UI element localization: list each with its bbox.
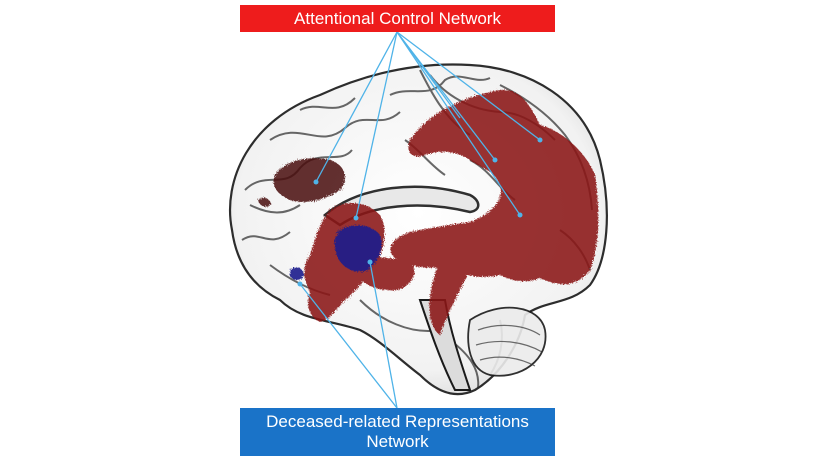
deceased-related-representations-network-label: Deceased-related Representations Network <box>240 408 555 456</box>
bottom-label-line2: Network <box>366 432 429 451</box>
attentional-control-network-label: Attentional Control Network <box>240 5 555 32</box>
frontal-region <box>258 158 346 207</box>
bottom-connector-arrowheads <box>297 259 373 287</box>
bottom-label-line1: Deceased-related Representations <box>266 412 529 431</box>
bottom-connector-lines <box>299 261 398 409</box>
top-connector-arrowheads <box>313 137 543 221</box>
top-connector-lines <box>315 31 541 219</box>
